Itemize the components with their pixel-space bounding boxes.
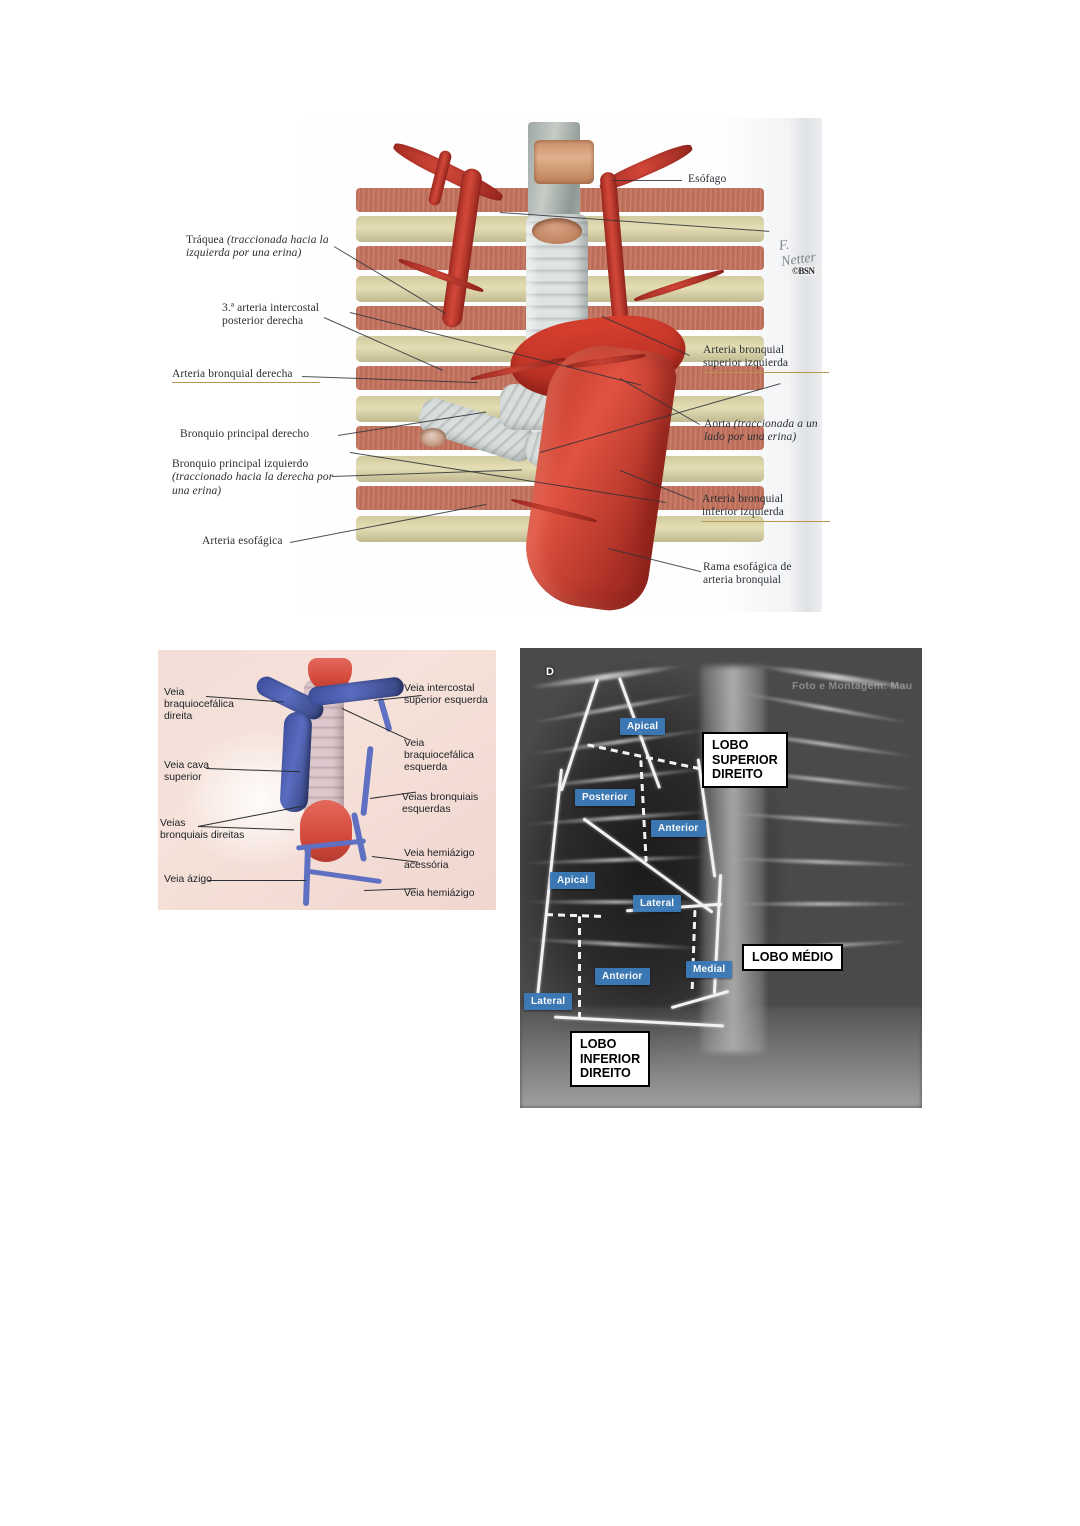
label-traquea: Tráquea (traccionada hacia la izquierda … bbox=[186, 234, 362, 261]
label-aorta-line1-italic: (traccionada a un bbox=[733, 418, 818, 430]
side-marker-d: D bbox=[546, 666, 554, 678]
label-veia-cava-superior: Veia cava superior bbox=[164, 760, 210, 784]
label-arteria-esofagica: Arteria esofágica bbox=[202, 535, 342, 548]
label-esofago-text: Esófago bbox=[688, 173, 727, 185]
leader-veia-azigo bbox=[208, 880, 306, 881]
label-veias-bronquiais-direitas: Veias bronquiais direitas bbox=[160, 818, 245, 842]
label-abs-izq-line1: Arteria bronquial bbox=[703, 344, 785, 356]
segment-tag-lateral-inferior[interactable]: Lateral bbox=[524, 993, 573, 1010]
label-veia-hemiazigo-acessoria: Veia hemiázigo acessória bbox=[404, 848, 475, 872]
label-abi-izq-line2: inferior izquierda bbox=[702, 506, 784, 519]
label-arteria-intercostal-line2: posterior derecha bbox=[222, 315, 304, 328]
label-arteria-esofagica-text: Arteria esofágica bbox=[202, 535, 283, 547]
label-rama-esofagica-line1: Rama esofágica de bbox=[703, 561, 792, 573]
label-abi-izq-line1: Arteria bronquial bbox=[702, 493, 784, 505]
lobe-box-medio: LOBO MÉDIO bbox=[742, 944, 844, 971]
label-rama-esofagica: Rama esofágica de arteria bronquial bbox=[703, 561, 835, 588]
label-traquea-line2: izquierda por una erina) bbox=[186, 247, 302, 260]
trachea-lumen bbox=[532, 218, 582, 244]
label-aorta-line2: lado por una erina) bbox=[704, 431, 797, 444]
label-bronquio-principal-izquierdo: Bronquio principal izquierdo (traccionad… bbox=[172, 458, 352, 498]
hemiazygos-vein bbox=[308, 868, 382, 885]
label-arteria-intercostal: 3.ª arteria intercostal posterior derech… bbox=[222, 302, 374, 329]
figure-bronchial-veins: Veia braquiocefálica direita Veia cava s… bbox=[158, 650, 496, 910]
watermark-credit: Foto e Montagem: Mau bbox=[792, 680, 913, 692]
segment-tag-apical-inferior[interactable]: Apical bbox=[550, 872, 596, 889]
label-bronquio-izq-line2: (traccionado hacia la derecha por bbox=[172, 471, 334, 484]
label-traquea-line1-italic: (traccionada hacia la bbox=[226, 234, 329, 246]
label-arteria-bronquial-derecha-text: Arteria bronquial derecha bbox=[172, 368, 293, 380]
accessory-hemiazygos-vein bbox=[350, 811, 368, 863]
scan-edge-shadow bbox=[788, 118, 822, 612]
left-bronchial-veins bbox=[360, 745, 374, 817]
vertebra-cut-surface bbox=[534, 140, 594, 184]
label-rama-esofagica-line2: arteria bronquial bbox=[703, 574, 782, 587]
figure-chest-xray-segments: D Foto e Montagem: Mau Apical Posterior … bbox=[520, 648, 922, 1108]
label-esofago: Esófago bbox=[688, 173, 808, 186]
label-veia-hemiazigo: Veia hemiázigo bbox=[404, 888, 475, 899]
underline-arteria-bronquial-derecha bbox=[172, 382, 320, 384]
segment-tag-apical-superior[interactable]: Apical bbox=[620, 718, 666, 735]
label-arteria-bronquial-derecha: Arteria bronquial derecha bbox=[172, 368, 320, 384]
label-traquea-line1: Tráquea bbox=[186, 234, 227, 246]
label-bronquio-izq-line3: una erina) bbox=[172, 484, 222, 497]
figure-bronchial-arteries: Tráquea (traccionada hacia la izquierda … bbox=[150, 118, 830, 616]
label-veia-azigo: Veia ázigo bbox=[164, 874, 212, 885]
label-arteria-bronquial-superior-izquierda: Arteria bronquial superior izquierda bbox=[703, 344, 829, 373]
label-veias-bronquiais-esquerdas: Veias bronquiais esquerdas bbox=[402, 792, 479, 816]
segment-tag-lateral-medio[interactable]: Lateral bbox=[633, 895, 682, 912]
superior-vena-cava bbox=[279, 711, 313, 813]
label-aorta-line1: Aorta bbox=[704, 418, 734, 430]
label-arteria-intercostal-line1: 3.ª arteria intercostal bbox=[222, 302, 320, 314]
underline-arteria-bronquial-superior-izq bbox=[703, 371, 829, 373]
rib-shadow-r6 bbox=[522, 900, 710, 904]
segment-tag-anterior-inferior[interactable]: Anterior bbox=[595, 968, 650, 985]
rib-shadow-l6 bbox=[730, 902, 916, 906]
copyright-mark: ©BSN bbox=[790, 266, 817, 276]
label-aorta: Aorta (traccionada a un lado por una eri… bbox=[704, 418, 848, 445]
label-veia-braquiocefalica-esquerda: Veia braquiocefálica esquerda bbox=[404, 738, 474, 774]
azygos-vein bbox=[302, 845, 312, 907]
underline-arteria-bronquial-inferior-izq bbox=[702, 520, 830, 522]
leader-esofago bbox=[612, 180, 682, 181]
label-bronquio-izq-line1: Bronquio principal izquierdo bbox=[172, 458, 309, 470]
anatomical-illustration-arteries bbox=[349, 122, 781, 616]
leader-veia-braquiocefalica-esquerda bbox=[341, 708, 410, 741]
lobe-box-inferior-direito: LOBO INFERIOR DIREITO bbox=[570, 1031, 651, 1087]
segment-tag-posterior-superior[interactable]: Posterior bbox=[575, 789, 635, 806]
right-bronchus-lumen bbox=[420, 428, 446, 447]
segment-tag-anterior-superior[interactable]: Anterior bbox=[651, 820, 706, 837]
label-bronquio-principal-derecho: Bronquio principal derecho bbox=[180, 428, 340, 441]
label-arteria-bronquial-inferior-izquierda: Arteria bronquial inferior izquierda bbox=[702, 493, 830, 522]
lobe-box-superior-direito: LOBO SUPERIOR DIREITO bbox=[702, 732, 788, 788]
segment-tag-medial-medio[interactable]: Medial bbox=[686, 961, 733, 978]
segment-boundary-lower-vertical-dashed bbox=[578, 916, 581, 1022]
label-veia-intercostal-superior-esquerda: Veia intercostal superior esquerda bbox=[404, 683, 488, 707]
label-bronquio-derecho-text: Bronquio principal derecho bbox=[180, 428, 310, 440]
label-abs-izq-line2: superior izquierda bbox=[703, 357, 789, 370]
label-veia-braquiocefalica-direita: Veia braquiocefálica direita bbox=[164, 687, 234, 723]
